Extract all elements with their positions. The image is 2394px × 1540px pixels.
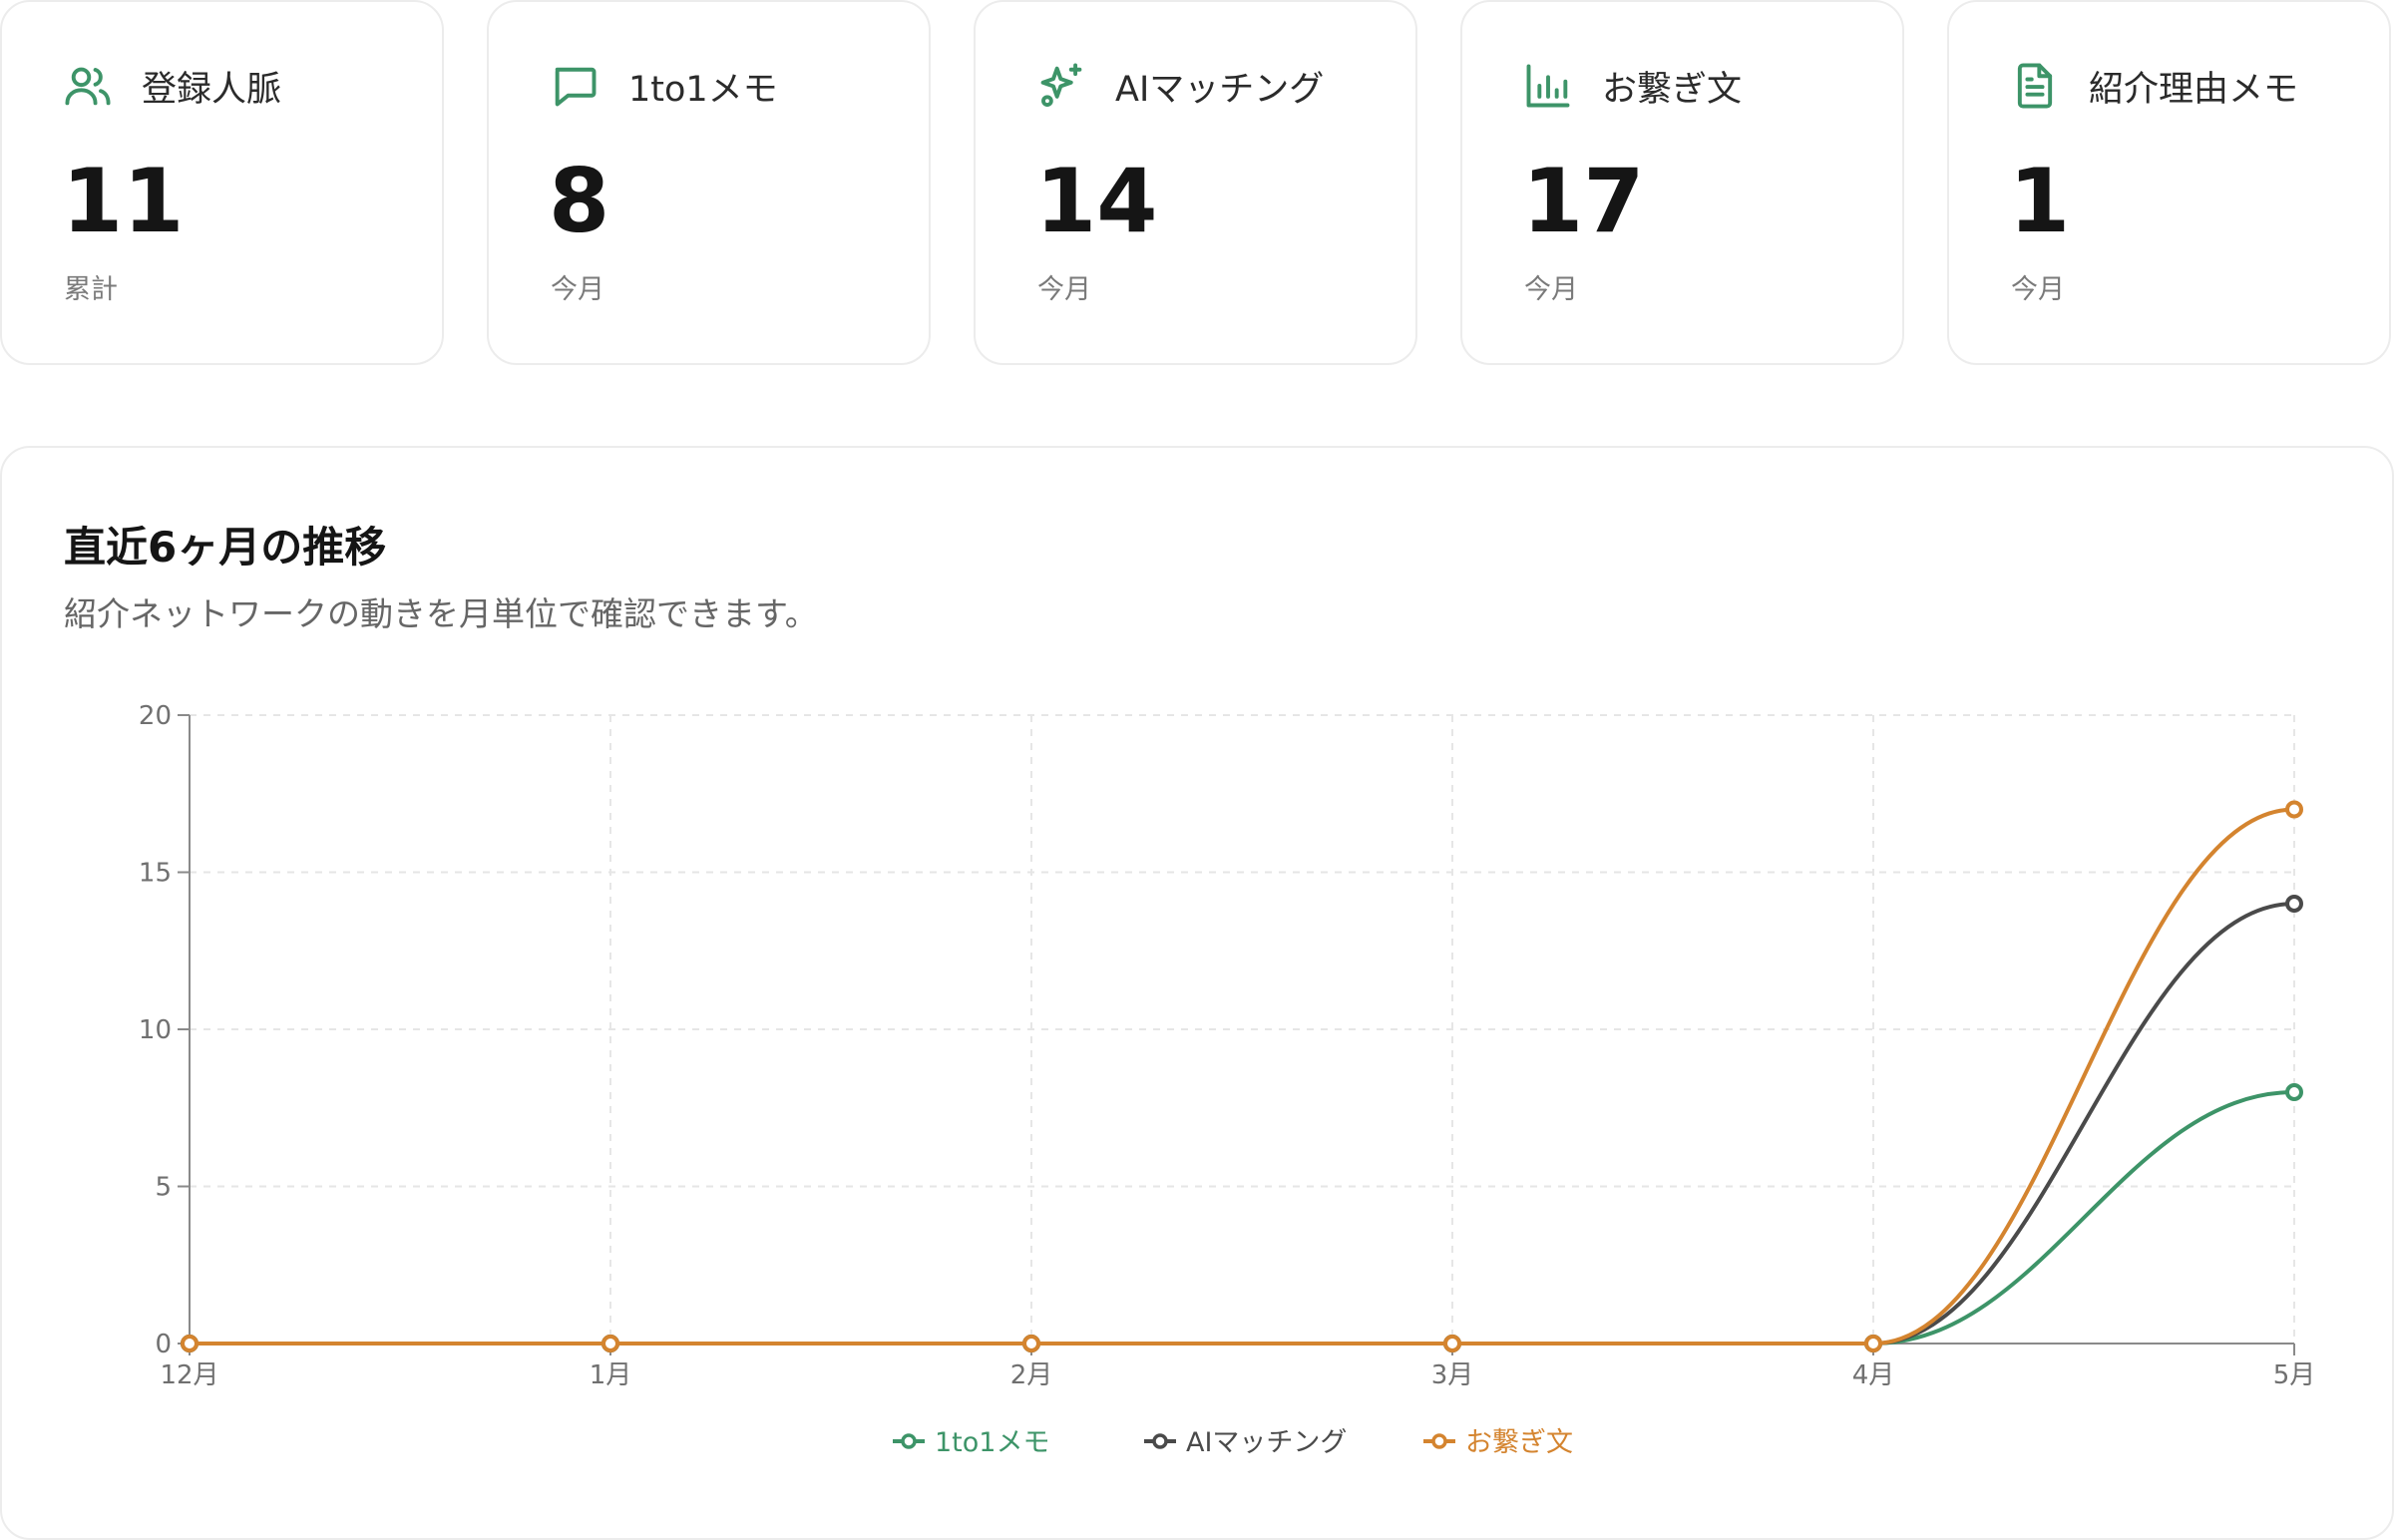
stat-card-header: 紹介理由メモ: [2009, 60, 2298, 112]
stat-card-header: お繋ぎ文: [1522, 60, 1742, 112]
stat-value: 8: [549, 150, 610, 252]
chart-title: 直近6ヶ月の推移: [64, 523, 387, 572]
legend-marker: [901, 1433, 917, 1449]
series-line: [190, 1090, 2295, 1346]
stat-period: 今月: [551, 274, 604, 305]
data-point: [181, 1335, 199, 1352]
trend-chart-card: 直近6ヶ月の推移 紹介ネットワークの動きを月単位で確認できます。 0 5 10 15 2…: [0, 446, 2394, 1540]
data-point: [1022, 1335, 1040, 1352]
y-tick-label: 15: [139, 859, 172, 889]
data-point: [2285, 1083, 2303, 1101]
stat-period: 今月: [2011, 274, 2065, 305]
stat-label: 1to1メモ: [628, 69, 778, 110]
x-tick-label: 1月: [590, 1360, 632, 1390]
data-point: [2285, 800, 2303, 819]
series-line: [190, 807, 2295, 1346]
stat-label: 紹介理由メモ: [2089, 69, 2299, 110]
stat-value: 17: [1522, 150, 1645, 252]
y-tick-label: 0: [155, 1330, 172, 1359]
sparkles-icon: [1035, 60, 1087, 112]
y-tick-label: 20: [139, 701, 172, 731]
stat-period: 今月: [1524, 274, 1578, 305]
stat-card-referral-notes: 紹介理由メモ 1 今月: [1947, 0, 2391, 365]
bar-chart-icon: [1522, 60, 1574, 112]
stat-card-header: 登録人脈: [62, 60, 281, 112]
legend-marker: [1152, 1433, 1168, 1449]
stat-card-1to1-memo: 1to1メモ 8 今月: [487, 0, 931, 365]
x-tick-label: 12月: [160, 1360, 218, 1390]
trend-line-chart: 0 5 10 15 20 12月 1月 2月 3月 4月 5月 1to1メモ AIマッチング お繋ぎ文: [139, 701, 2316, 1458]
stat-period: 累計: [64, 274, 118, 305]
stat-period: 今月: [1037, 274, 1091, 305]
series-1: [181, 1083, 2303, 1352]
stat-label: AIマッチング: [1115, 69, 1325, 110]
chat-icon: [549, 60, 600, 112]
stat-label: 登録人脈: [142, 69, 282, 110]
stat-value: 14: [1035, 150, 1158, 252]
stat-value: 11: [62, 150, 185, 252]
legend-item: 1to1メモ: [893, 1427, 1049, 1458]
stat-card-header: AIマッチング: [1035, 60, 1324, 112]
x-tick-label: 5月: [2273, 1360, 2316, 1390]
stat-card-contacts: 登録人脈 11 累計: [0, 0, 444, 365]
legend-label: お繋ぎ文: [1465, 1427, 1573, 1458]
stat-card-header: 1to1メモ: [549, 60, 778, 112]
series-line: [190, 902, 2295, 1346]
x-tick-label: 3月: [1431, 1360, 1474, 1390]
stat-card-introductions: お繋ぎ文 17 今月: [1460, 0, 1904, 365]
data-point: [601, 1335, 619, 1352]
data-point: [1443, 1335, 1461, 1352]
legend-label: 1to1メモ: [935, 1427, 1049, 1458]
document-icon: [2009, 60, 2061, 112]
chart-grid: [190, 714, 2295, 1344]
stat-card-ai-matching: AIマッチング 14 今月: [974, 0, 1417, 365]
y-tick-label: 5: [155, 1173, 172, 1203]
series-3: [181, 800, 2303, 1352]
stat-label: お繋ぎ文: [1602, 69, 1743, 110]
data-point: [1864, 1335, 1882, 1352]
legend-item: お繋ぎ文: [1423, 1427, 1573, 1458]
series-2: [181, 895, 2303, 1352]
data-point: [2285, 895, 2303, 913]
x-tick-label: 2月: [1010, 1360, 1053, 1390]
x-tick-label: 4月: [1852, 1360, 1895, 1390]
legend-marker: [1431, 1433, 1447, 1449]
legend-item: AIマッチング: [1144, 1427, 1347, 1458]
legend-label: AIマッチング: [1186, 1427, 1347, 1458]
chart-legend: 1to1メモ AIマッチング お繋ぎ文: [893, 1427, 1573, 1458]
users-icon: [62, 60, 114, 112]
y-tick-label: 10: [139, 1015, 172, 1045]
chart-subtitle: 紹介ネットワークの動きを月単位で確認できます。: [64, 594, 818, 633]
stat-value: 1: [2009, 150, 2071, 252]
